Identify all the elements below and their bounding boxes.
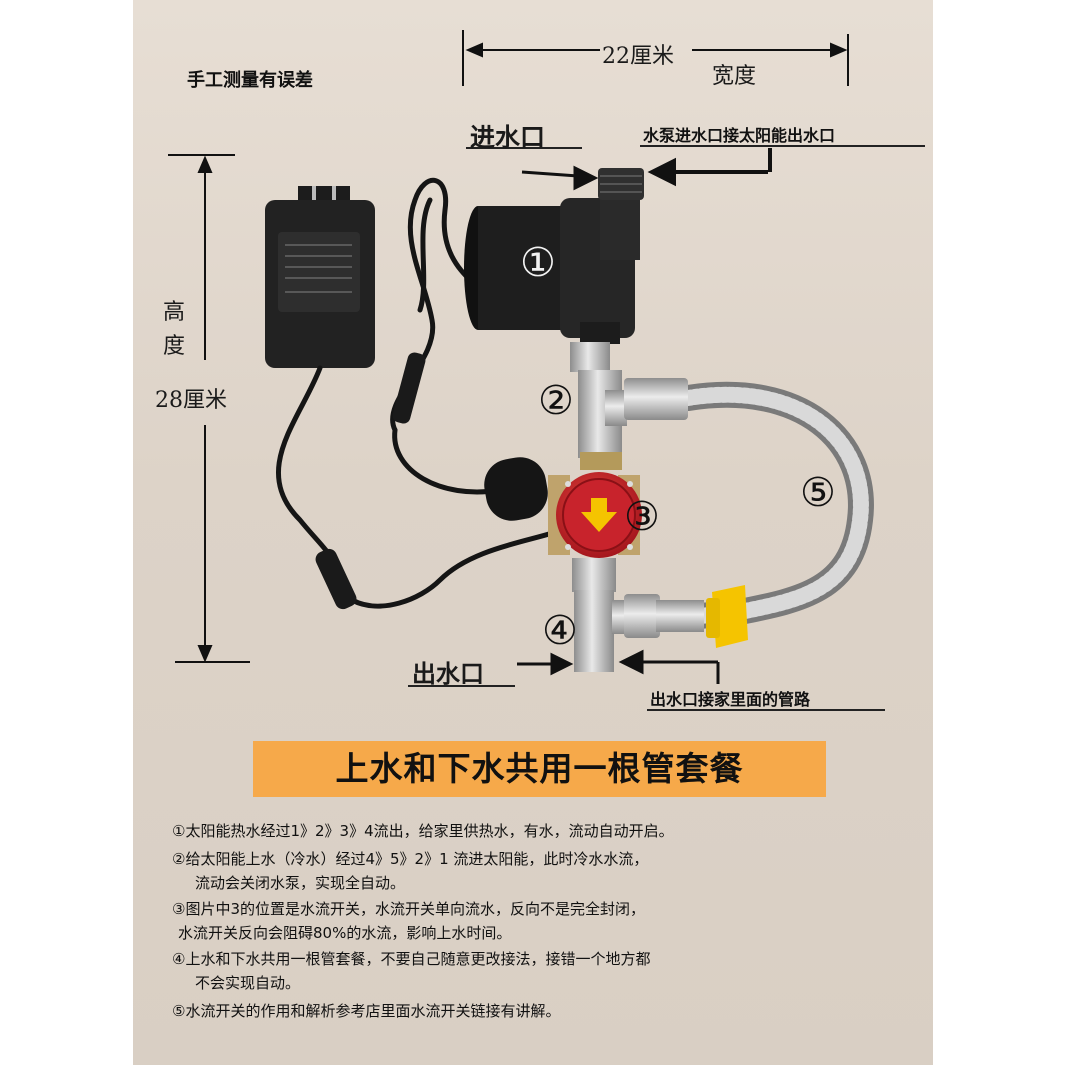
inlet-arrow-right — [647, 148, 772, 187]
height-label-2: 度 — [163, 334, 186, 359]
marker-5: ⑤ — [800, 470, 836, 516]
instruction-line: ③图片中3的位置是水流开关，水流开关单向流水，反向不是完全封闭， — [172, 900, 645, 918]
outlet-arrow-right — [618, 649, 720, 684]
flow-switch — [548, 472, 642, 558]
flow-sensor-cap — [484, 457, 548, 521]
upper-tee-fitting — [570, 342, 688, 470]
lower-tee-fitting — [572, 558, 704, 672]
instruction-line: ②给太阳能上水（冷水）经过4》5》2》1 流进太阳能，此时冷水水流， — [172, 850, 649, 868]
marker-4: ④ — [542, 608, 578, 654]
marker-2: ② — [538, 378, 574, 424]
height-label-1: 高 — [163, 300, 186, 325]
yellow-handle — [706, 585, 748, 648]
marker-1: ① — [520, 240, 556, 286]
cable-connector — [392, 352, 426, 424]
power-adapter — [265, 186, 375, 368]
product-photo — [133, 0, 933, 1065]
outlet-note: 出水口接家里面的管路 — [650, 690, 811, 709]
instruction-line: ④上水和下水共用一根管套餐，不要自己随意更改接法，接错一个地方都 — [172, 950, 651, 968]
instruction-line: 水流开关反向会阻碍80%的水流，影响上水时间。 — [178, 924, 512, 942]
marker-3: ③ — [624, 494, 660, 540]
instruction-line: ①太阳能热水经过1》2》3》4流出，给家里供热水，有水，流动自动开启。 — [172, 822, 674, 840]
width-dimension — [462, 30, 849, 86]
outlet-arrow-left — [517, 652, 574, 676]
width-label: 宽度 — [712, 64, 757, 89]
instruction-line: 不会实现自动。 — [195, 974, 301, 992]
outlet-label: 出水口 — [412, 660, 484, 688]
inlet-note: 水泵进水口接太阳能出水口 — [643, 126, 836, 145]
inlet-arrow-left — [521, 165, 599, 191]
width-value: 22厘米 — [602, 44, 674, 69]
height-dimension — [168, 154, 250, 663]
package-banner: 上水和下水共用一根管套餐 — [253, 741, 826, 797]
cable-connector — [315, 548, 357, 610]
flexible-hose — [675, 381, 874, 629]
water-pump — [464, 168, 644, 344]
instruction-line: ⑤水流开关的作用和解析参考店里面水流开关链接有讲解。 — [172, 1002, 561, 1020]
height-value: 28厘米 — [155, 388, 227, 413]
disclaimer-label: 手工测量有误差 — [187, 70, 313, 91]
instruction-line: 流动会关闭水泵，实现全自动。 — [195, 874, 406, 892]
inlet-label: 进水口 — [470, 123, 546, 152]
